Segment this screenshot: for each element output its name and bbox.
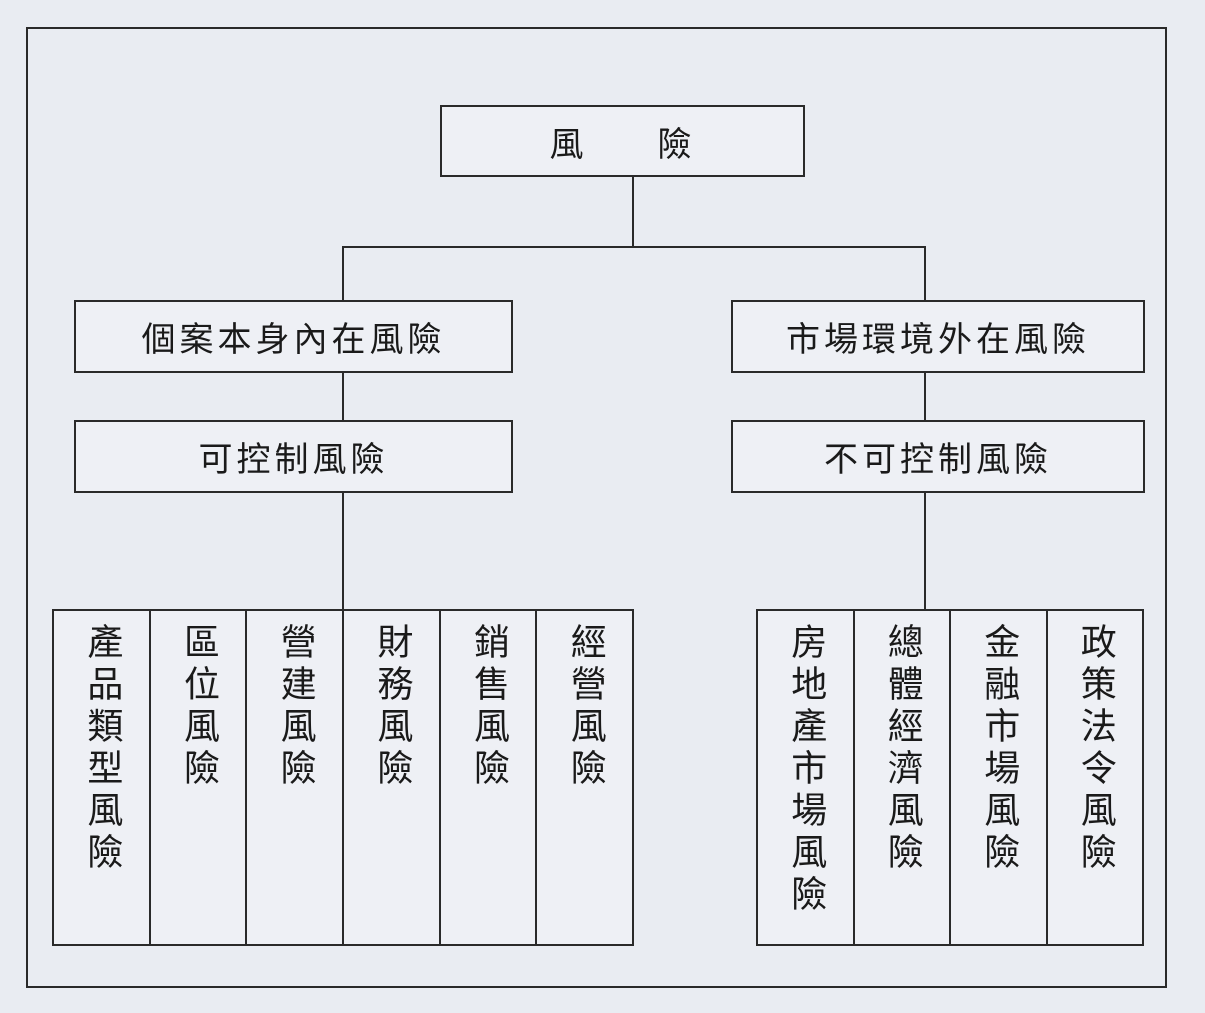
risk-item-label: 政策法令風險 — [1074, 623, 1116, 875]
risk-item: 財務風險 — [342, 611, 439, 944]
uncontrollable-risk-items: 房地產市場風險 總體經濟風險 金融市場風險 政策法令風險 — [756, 609, 1144, 946]
risk-item-label: 金融市場風險 — [978, 623, 1020, 875]
connector-right-bottom — [924, 493, 926, 609]
connector-root-down — [632, 177, 634, 247]
connector-left-down — [342, 246, 344, 300]
diagram-frame — [26, 27, 1167, 988]
risk-item-label: 產品類型風險 — [81, 623, 123, 875]
risk-item-label: 經營風險 — [564, 623, 606, 791]
connector-right-mid — [924, 373, 926, 420]
risk-item: 金融市場風險 — [949, 611, 1046, 944]
risk-item-label: 房地產市場風險 — [785, 623, 827, 917]
risk-item-label: 銷售風險 — [468, 623, 510, 791]
risk-item-label: 營建風險 — [274, 623, 316, 791]
risk-item: 區位風險 — [148, 611, 246, 944]
connector-right-down — [924, 246, 926, 300]
controllable-risk-items: 產品類型風險 區位風險 營建風險 財務風險 銷售風險 經營風險 — [52, 609, 634, 946]
root-node: 風 險 — [440, 105, 805, 177]
root-label-part1: 風 — [549, 124, 588, 165]
risk-item: 房地產市場風險 — [758, 611, 853, 944]
connector-horizontal — [342, 246, 926, 248]
risk-item: 政策法令風險 — [1045, 611, 1143, 944]
risk-item-label: 財務風險 — [371, 623, 413, 791]
connector-left-mid — [342, 373, 344, 420]
external-risk-node: 市場環境外在風險 — [731, 300, 1145, 373]
risk-item-label: 區位風險 — [178, 623, 219, 791]
connector-left-bottom — [342, 493, 344, 609]
risk-item: 產品類型風險 — [54, 611, 149, 944]
risk-item: 經營風險 — [535, 611, 632, 944]
controllable-risk-node: 可控制風險 — [74, 420, 513, 493]
risk-item: 營建風險 — [245, 611, 342, 944]
uncontrollable-risk-node: 不可控制風險 — [731, 420, 1145, 493]
risk-item: 銷售風險 — [438, 611, 536, 944]
risk-item: 總體經濟風險 — [852, 611, 950, 944]
internal-risk-node: 個案本身內在風險 — [74, 300, 513, 373]
risk-item-label: 總體經濟風險 — [881, 623, 923, 875]
root-label-part2: 險 — [657, 124, 696, 165]
